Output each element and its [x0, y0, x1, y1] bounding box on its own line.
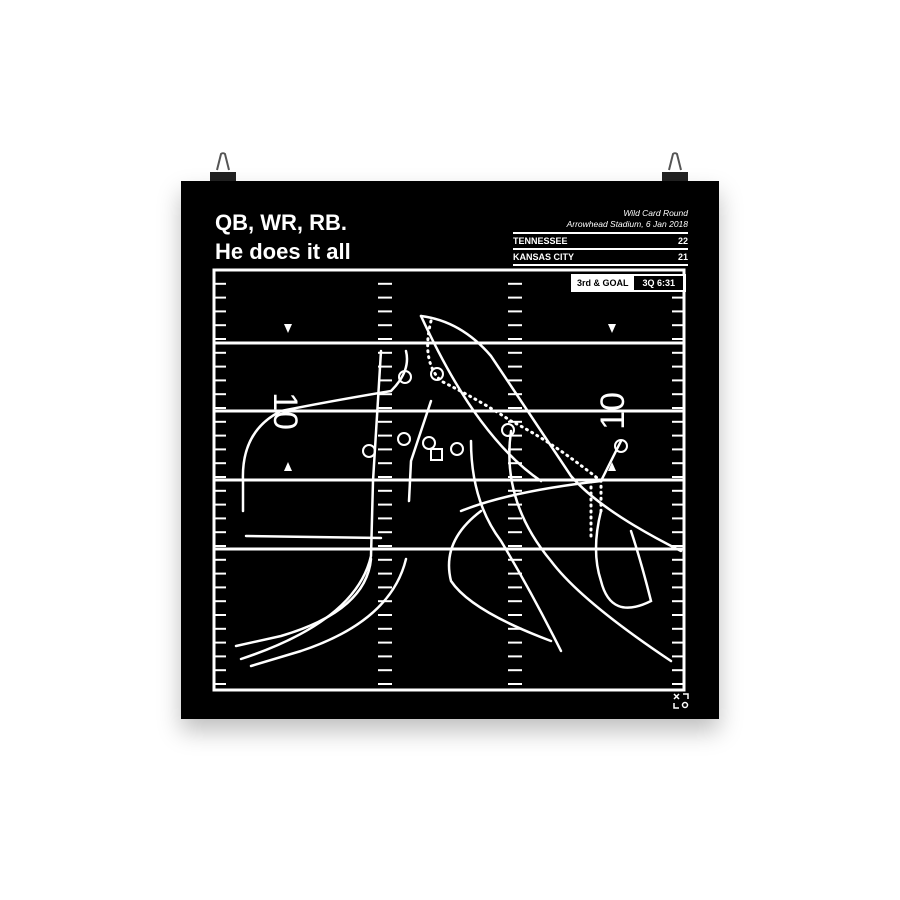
xo-logo-icon — [673, 693, 689, 709]
yard-marker-arrow — [284, 324, 292, 333]
scoreboard: TENNESSEE 22 KANSAS CITY 21 — [513, 232, 688, 266]
yard-marker-arrow — [284, 462, 292, 471]
team-name: KANSAS CITY — [513, 252, 575, 262]
poster-title: QB, WR, RB. He does it all — [215, 208, 351, 266]
team-name: TENNESSEE — [513, 236, 568, 246]
ball-path — [426, 319, 603, 543]
game-clock: 3Q 6:31 — [634, 276, 683, 290]
team-score: 21 — [677, 252, 688, 262]
title-line-2: He does it all — [215, 239, 351, 264]
player-markers — [362, 367, 628, 461]
down-distance: 3rd & GOAL — [576, 278, 629, 288]
team-score: 22 — [677, 236, 688, 246]
yard-marker-arrow — [608, 462, 616, 471]
hash-marks — [214, 269, 684, 685]
score-row: KANSAS CITY 21 — [513, 248, 688, 266]
play-diagram: 10 10 — [212, 268, 686, 692]
game-situation: 3rd & GOAL 3Q 6:31 — [570, 274, 686, 292]
play-routes — [234, 314, 683, 668]
yard-marker-arrow — [608, 324, 616, 333]
game-round: Wild Card Round — [623, 208, 688, 218]
play-poster: QB, WR, RB. He does it all Wild Card Rou… — [181, 181, 719, 719]
venue-date: Arrowhead Stadium, 6 Jan 2018 — [566, 219, 688, 229]
score-row: TENNESSEE 22 — [513, 232, 688, 248]
game-info: Wild Card Round Arrowhead Stadium, 6 Jan… — [567, 208, 688, 230]
title-line-1: QB, WR, RB. — [215, 210, 347, 235]
yard-number: 10 — [594, 392, 632, 430]
